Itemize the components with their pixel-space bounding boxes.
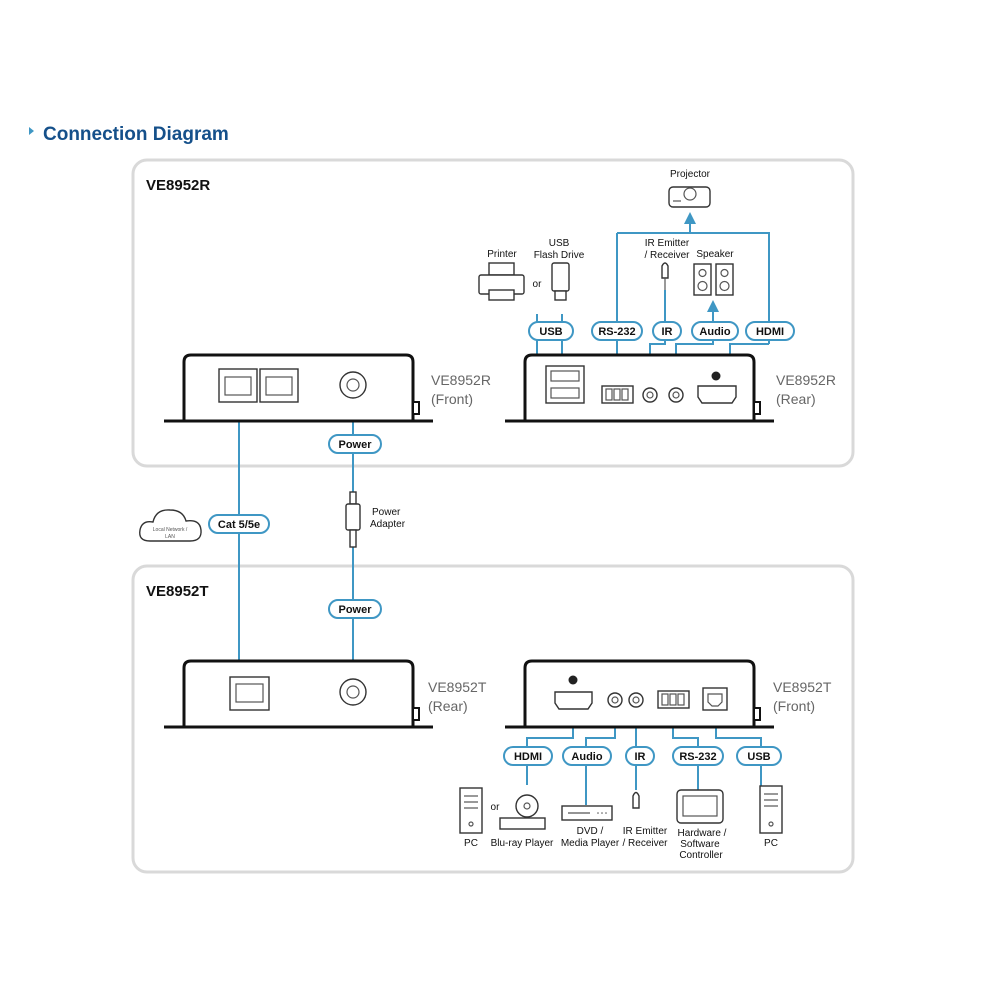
pill-audio-t: Audio <box>562 746 612 766</box>
t-rear-label-1: VE8952T <box>428 679 487 695</box>
pill-cat: Cat 5/5e <box>208 514 270 534</box>
power-adapter-label-1: Power <box>372 507 401 518</box>
hw-label-3: Controller <box>679 850 723 861</box>
hw-label-1: Hardware / <box>678 828 727 839</box>
power-adapter-icon <box>345 491 361 548</box>
t-front-label-1: VE8952T <box>773 679 832 695</box>
ve8952t-rear-unit <box>164 659 433 729</box>
svg-text:RS-232: RS-232 <box>679 751 716 763</box>
r-rear-label-2: (Rear) <box>776 391 816 407</box>
pill-hdmi-t: HDMI <box>503 746 553 766</box>
pill-usb-r: USB <box>528 321 574 341</box>
controller-icon <box>676 789 724 824</box>
usb-ports-r-icon <box>545 365 585 404</box>
printer-label: Printer <box>487 249 517 260</box>
usb-flash-drive-icon <box>551 262 570 301</box>
projector-label: Projector <box>670 169 711 180</box>
pill-audio-r: Audio <box>691 321 739 341</box>
ir-jack-r-icon <box>642 387 658 403</box>
or-label-t: or <box>491 802 501 813</box>
svg-text:IR: IR <box>662 326 673 338</box>
r-front-label-2: (Front) <box>431 391 473 407</box>
power-jack-t-icon <box>339 678 367 706</box>
receiver-panel-title: VE8952R <box>146 177 210 194</box>
pc-left-icon <box>459 787 483 834</box>
svg-text:HDMI: HDMI <box>514 751 542 763</box>
usb-flash-label-1: USB <box>549 238 570 249</box>
ir-emitter-label-1: IR Emitter <box>645 238 690 249</box>
projector-icon <box>668 186 711 208</box>
pill-rs232-t: RS-232 <box>672 746 724 766</box>
r-front-label-1: VE8952R <box>431 372 491 388</box>
audio-jack-t-icon <box>607 692 623 708</box>
lan-label-2: LAN <box>165 534 175 540</box>
hdmi-port-t-icon <box>554 691 593 710</box>
pill-rs232-r: RS-232 <box>591 321 643 341</box>
lan-label-1: Local Network / <box>153 527 188 533</box>
audio-jack-r-icon <box>668 387 684 403</box>
printer-icon <box>478 262 525 301</box>
receiver-panel <box>131 158 855 468</box>
speaker-icon <box>693 263 734 296</box>
dvd-label-2: Media Player <box>561 838 620 849</box>
ir-emitter-t-label-2: / Receiver <box>622 838 668 849</box>
media-player-icon <box>561 805 613 821</box>
speaker-label: Speaker <box>696 249 734 260</box>
or-label-r: or <box>533 279 543 290</box>
svg-text:Cat 5/5e: Cat 5/5e <box>218 519 260 531</box>
svg-text:USB: USB <box>539 326 562 338</box>
lan-cloud-icon <box>139 509 202 542</box>
pill-usb-t: USB <box>736 746 782 766</box>
ir-emitter-t-label-1: IR Emitter <box>623 826 668 837</box>
arrow-speaker-icon <box>707 300 719 312</box>
transmitter-panel-title: VE8952T <box>146 583 209 600</box>
pill-power-t: Power <box>328 599 382 619</box>
ir-emitter-r-icon <box>661 262 669 290</box>
svg-text:USB: USB <box>747 751 770 763</box>
t-front-label-2: (Front) <box>773 698 815 714</box>
title-arrow-icon <box>29 127 34 135</box>
usb-b-port-t-icon <box>702 687 728 711</box>
transmitter-panel <box>131 564 855 874</box>
power-adapter-label-2: Adapter <box>370 519 406 530</box>
svg-text:Audio: Audio <box>699 326 730 338</box>
hdmi-port-r-icon <box>697 385 737 404</box>
pc-right-label: PC <box>764 838 778 849</box>
r-rear-label-1: VE8952R <box>776 372 836 388</box>
rs232-port-t-icon <box>657 690 690 709</box>
ve8952t-front-unit <box>505 659 774 729</box>
pill-hdmi-r: HDMI <box>745 321 795 341</box>
t-rear-label-2: (Rear) <box>428 698 468 714</box>
pill-power-r: Power <box>328 434 382 454</box>
usb-flash-label-2: Flash Drive <box>534 250 585 261</box>
arrow-projector-icon <box>684 212 696 224</box>
bluray-player-icon <box>499 794 546 830</box>
ve8952r-front-unit <box>164 353 433 423</box>
svg-text:IR: IR <box>635 751 646 763</box>
pc-left-label: PC <box>464 838 478 849</box>
page-title: Connection Diagram <box>43 124 229 145</box>
pill-ir-r: IR <box>652 321 682 341</box>
power-jack-r-icon <box>339 371 367 399</box>
svg-text:HDMI: HDMI <box>756 326 784 338</box>
svg-text:Audio: Audio <box>571 751 602 763</box>
hw-label-2: Software <box>680 839 720 850</box>
pill-ir-t: IR <box>625 746 655 766</box>
rs232-port-r-icon <box>601 385 634 404</box>
ve8952r-rear-unit <box>505 353 774 423</box>
svg-text:RS-232: RS-232 <box>598 326 635 338</box>
ir-emitter-label-2: / Receiver <box>644 250 690 261</box>
dvd-label-1: DVD / <box>577 826 604 837</box>
svg-text:Power: Power <box>338 439 372 451</box>
ir-jack-t-icon <box>628 692 644 708</box>
ir-emitter-t-icon <box>632 791 640 809</box>
pc-right-icon <box>759 785 783 834</box>
svg-text:Power: Power <box>338 604 372 616</box>
bluray-label: Blu-ray Player <box>491 838 554 849</box>
